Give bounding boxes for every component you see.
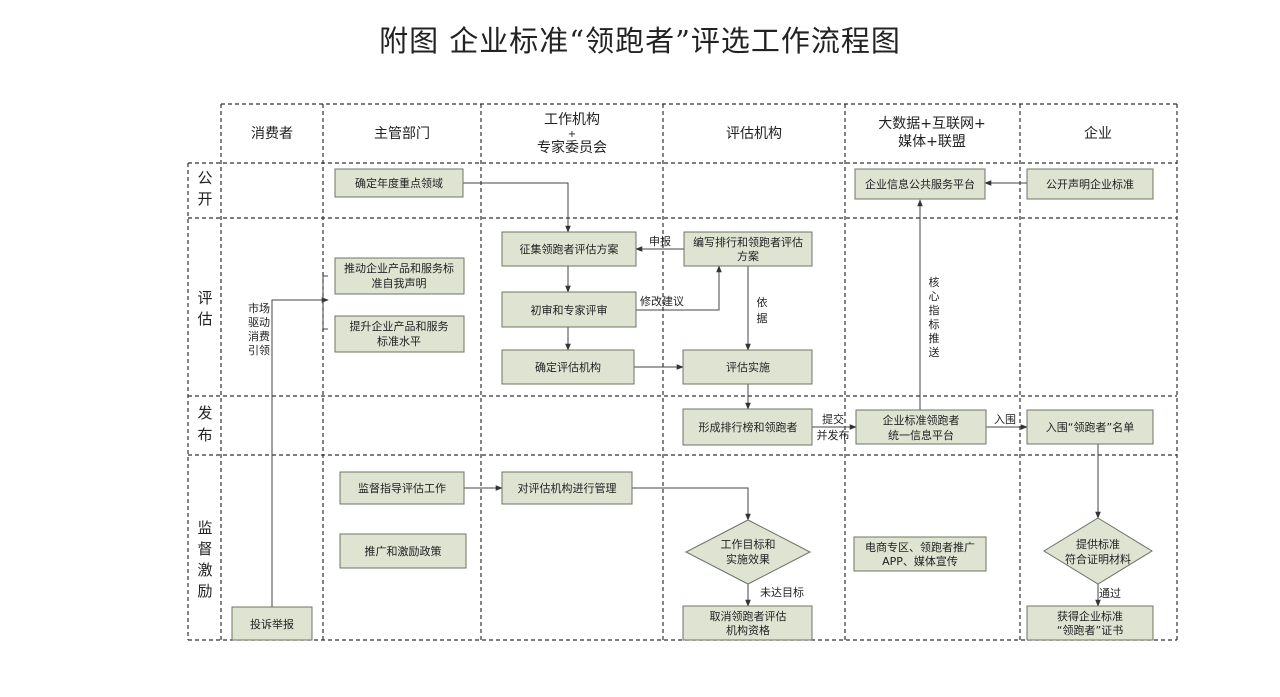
declare-std-box (1026, 168, 1154, 200)
market-label-2: 驱动 (248, 316, 270, 329)
certificate-box (1026, 605, 1154, 641)
basis-label-2: 据 (757, 311, 768, 325)
work-goal-label-1: 工作目标和 (721, 537, 776, 551)
write-plan-box (683, 231, 813, 267)
swimlane-grid (187, 103, 1178, 641)
core-label-6: 送 (929, 345, 940, 359)
market-label-1: 市场 (248, 301, 270, 315)
certificate-label-1: 获得企业标准 (1057, 609, 1123, 623)
report-label: 申报 (649, 234, 671, 248)
core-label-4: 标 (929, 317, 940, 331)
basis-label-1: 依 (757, 296, 768, 309)
unified-platform-label-2: 统一信息平台 (888, 428, 954, 442)
cancel-label-2: 机构资格 (726, 623, 770, 637)
manage-eval-box (501, 471, 633, 505)
manage-eval-label: 对评估机构进行管理 (518, 481, 617, 495)
complaint-label: 投诉举报 (250, 617, 294, 631)
header-org-plus: + (568, 129, 576, 140)
declare-std-label: 公开声明企业标准 (1046, 177, 1134, 191)
annual-focus-box (334, 168, 464, 198)
header-org-line2: 专家委员会 (537, 139, 607, 156)
incentive-box (339, 533, 467, 569)
unified-platform-label-1: 企业标准领跑者 (883, 413, 960, 427)
work-goal-label-2: 实施效果 (726, 552, 770, 566)
row-public-1: 公 (197, 169, 212, 187)
info-platform-box (854, 168, 986, 200)
certificate-label-2: “领跑者”证书 (1057, 623, 1123, 637)
shortlist-label: 入围 (994, 413, 1016, 426)
collect-plan-label: 征集领跑者评估方案 (520, 242, 619, 256)
promote-declare-label-1: 推动企业产品和服务标 (344, 261, 454, 275)
implement-box (682, 349, 813, 385)
row-release-2: 布 (197, 426, 212, 444)
raise-level-label-1: 提升企业产品和服务 (350, 319, 449, 333)
header-eval: 评估机构 (726, 126, 782, 142)
raise-level-label-2: 标准水平 (377, 334, 421, 348)
work-goal-diamond (684, 519, 812, 585)
header-bigdata-line2: 媒体+联盟 (898, 134, 966, 150)
revise-label: 修改建议 (640, 294, 684, 308)
passed-label: 通过 (1099, 587, 1121, 600)
ecommerce-label-1: 电商专区、领跑者推广 (865, 540, 975, 554)
row-release-1: 发 (197, 404, 212, 422)
supervise-guide-label: 监督指导评估工作 (358, 481, 446, 495)
unified-platform-box (855, 409, 987, 445)
submit-label-2: 并发布 (817, 428, 850, 442)
form-list-label: 形成排行榜和领跑者 (699, 420, 798, 434)
promote-declare-label-2: 准自我声明 (372, 276, 427, 290)
write-plan-label-2: 方案 (737, 249, 759, 263)
header-org-line1: 工作机构 (544, 112, 600, 128)
header-authority: 主管部门 (374, 126, 430, 142)
form-list-box (682, 408, 813, 446)
row-supervise-1: 监 (197, 519, 212, 537)
row-public-2: 开 (197, 190, 212, 208)
supervise-guide-box (339, 471, 465, 505)
cancel-box (682, 605, 813, 641)
implement-label: 评估实施 (726, 360, 770, 374)
choose-eval-label: 确定评估机构 (535, 360, 601, 374)
choose-eval-box (501, 349, 635, 385)
provide-proof-diamond (1043, 517, 1153, 585)
submit-label-1: 提交 (822, 412, 844, 426)
header-enterprise: 企业 (1084, 125, 1112, 142)
not-met-label: 未达目标 (760, 585, 804, 599)
page-title: 附图 企业标准“领跑者”评选工作流程图 (379, 24, 901, 58)
collect-plan-box (501, 231, 637, 267)
core-label-5: 推 (929, 331, 940, 345)
row-evaluate-2: 估 (197, 310, 212, 328)
row-supervise-4: 励 (197, 582, 212, 600)
core-label-3: 指 (929, 303, 940, 317)
cancel-label-1: 取消领跑者评估 (710, 609, 787, 623)
market-label-4: 引领 (248, 343, 270, 357)
enter-list-box (1026, 409, 1154, 445)
row-supervise-3: 激 (197, 561, 212, 579)
raise-level-box (334, 315, 465, 353)
complaint-box (231, 606, 313, 641)
promote-declare-box (334, 257, 465, 295)
enter-list-label: 入围“领跑者”名单 (1046, 420, 1134, 434)
review-label: 初审和专家评审 (531, 303, 608, 317)
write-plan-label-1: 编写排行和领跑者评估 (693, 235, 803, 249)
header-bigdata-line1: 大数据+互联网+ (878, 116, 985, 132)
core-label-2: 心 (929, 290, 940, 303)
incentive-label: 推广和激励政策 (365, 544, 442, 558)
row-evaluate-1: 评 (197, 289, 212, 307)
market-label-3: 消费 (248, 329, 270, 343)
row-supervise-2: 督 (197, 540, 212, 558)
review-box (501, 291, 637, 328)
ecommerce-label-2: APP、媒体宣传 (882, 554, 958, 568)
core-label-1: 核 (929, 275, 940, 289)
header-consumer: 消费者 (251, 126, 293, 142)
annual-focus-label: 确定年度重点领域 (355, 176, 443, 190)
provide-proof-label-1: 提供标准 (1076, 537, 1120, 551)
info-platform-label: 企业信息公共服务平台 (865, 177, 975, 191)
ecommerce-box (853, 536, 987, 572)
connectors (271, 180, 1101, 607)
provide-proof-label-2: 符合证明材料 (1065, 552, 1131, 566)
